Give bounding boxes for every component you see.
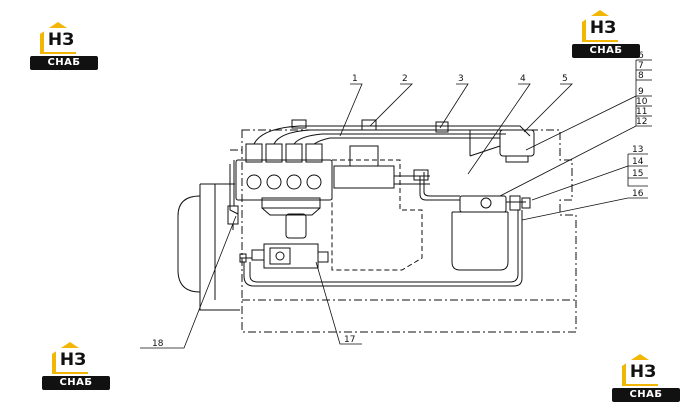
callout-16: 16 [632, 189, 644, 199]
filter-bracket [469, 129, 535, 163]
callout-17: 17 [344, 335, 355, 345]
callout-9: 9 [638, 87, 644, 97]
brand-logo: НЗ СНАБ [42, 338, 110, 390]
callout-14: 14 [632, 157, 644, 167]
callout-10: 10 [636, 97, 648, 107]
filter-supply-line [413, 169, 460, 201]
callout-18: 18 [152, 339, 164, 349]
feed-pump [239, 213, 329, 269]
callout-5: 5 [562, 74, 568, 84]
brand-name: СНАБ [612, 388, 680, 402]
brand-name: СНАБ [30, 56, 98, 70]
brand-mark: НЗ [626, 360, 660, 384]
brand-mark: НЗ [586, 16, 620, 40]
callout-13: 13 [632, 145, 643, 155]
return-line [243, 210, 523, 287]
top-clamps [291, 119, 449, 133]
callout-15: 15 [632, 169, 643, 179]
fuel-filter [451, 195, 531, 271]
callout-labels: 1 2 3 4 5 6 7 8 9 10 11 12 13 14 15 16 1… [152, 51, 648, 349]
fuel-lines [229, 125, 531, 215]
brand-logo: НЗ СНАБ [572, 6, 640, 58]
injection-pump [235, 143, 333, 216]
callout-2: 2 [402, 74, 408, 84]
callout-7: 7 [638, 61, 644, 71]
callout-1: 1 [352, 74, 358, 84]
callout-4: 4 [520, 74, 526, 84]
engine-outline [230, 129, 577, 333]
callout-11: 11 [636, 107, 647, 117]
callout-12: 12 [636, 117, 647, 127]
brand-logo: НЗ СНАБ [612, 350, 680, 402]
leader-lines [140, 59, 652, 349]
callout-8: 8 [638, 71, 644, 81]
callout-3: 3 [458, 74, 464, 84]
brand-mark: НЗ [56, 348, 90, 372]
brand-mark: НЗ [44, 28, 78, 52]
flywheel-housing [177, 183, 240, 311]
brand-logo: НЗ СНАБ [30, 18, 98, 70]
brand-name: СНАБ [572, 44, 640, 58]
governor-housing [331, 159, 423, 271]
brand-name: СНАБ [42, 376, 110, 390]
callout-6: 6 [638, 51, 644, 61]
pump-drive [333, 145, 430, 189]
